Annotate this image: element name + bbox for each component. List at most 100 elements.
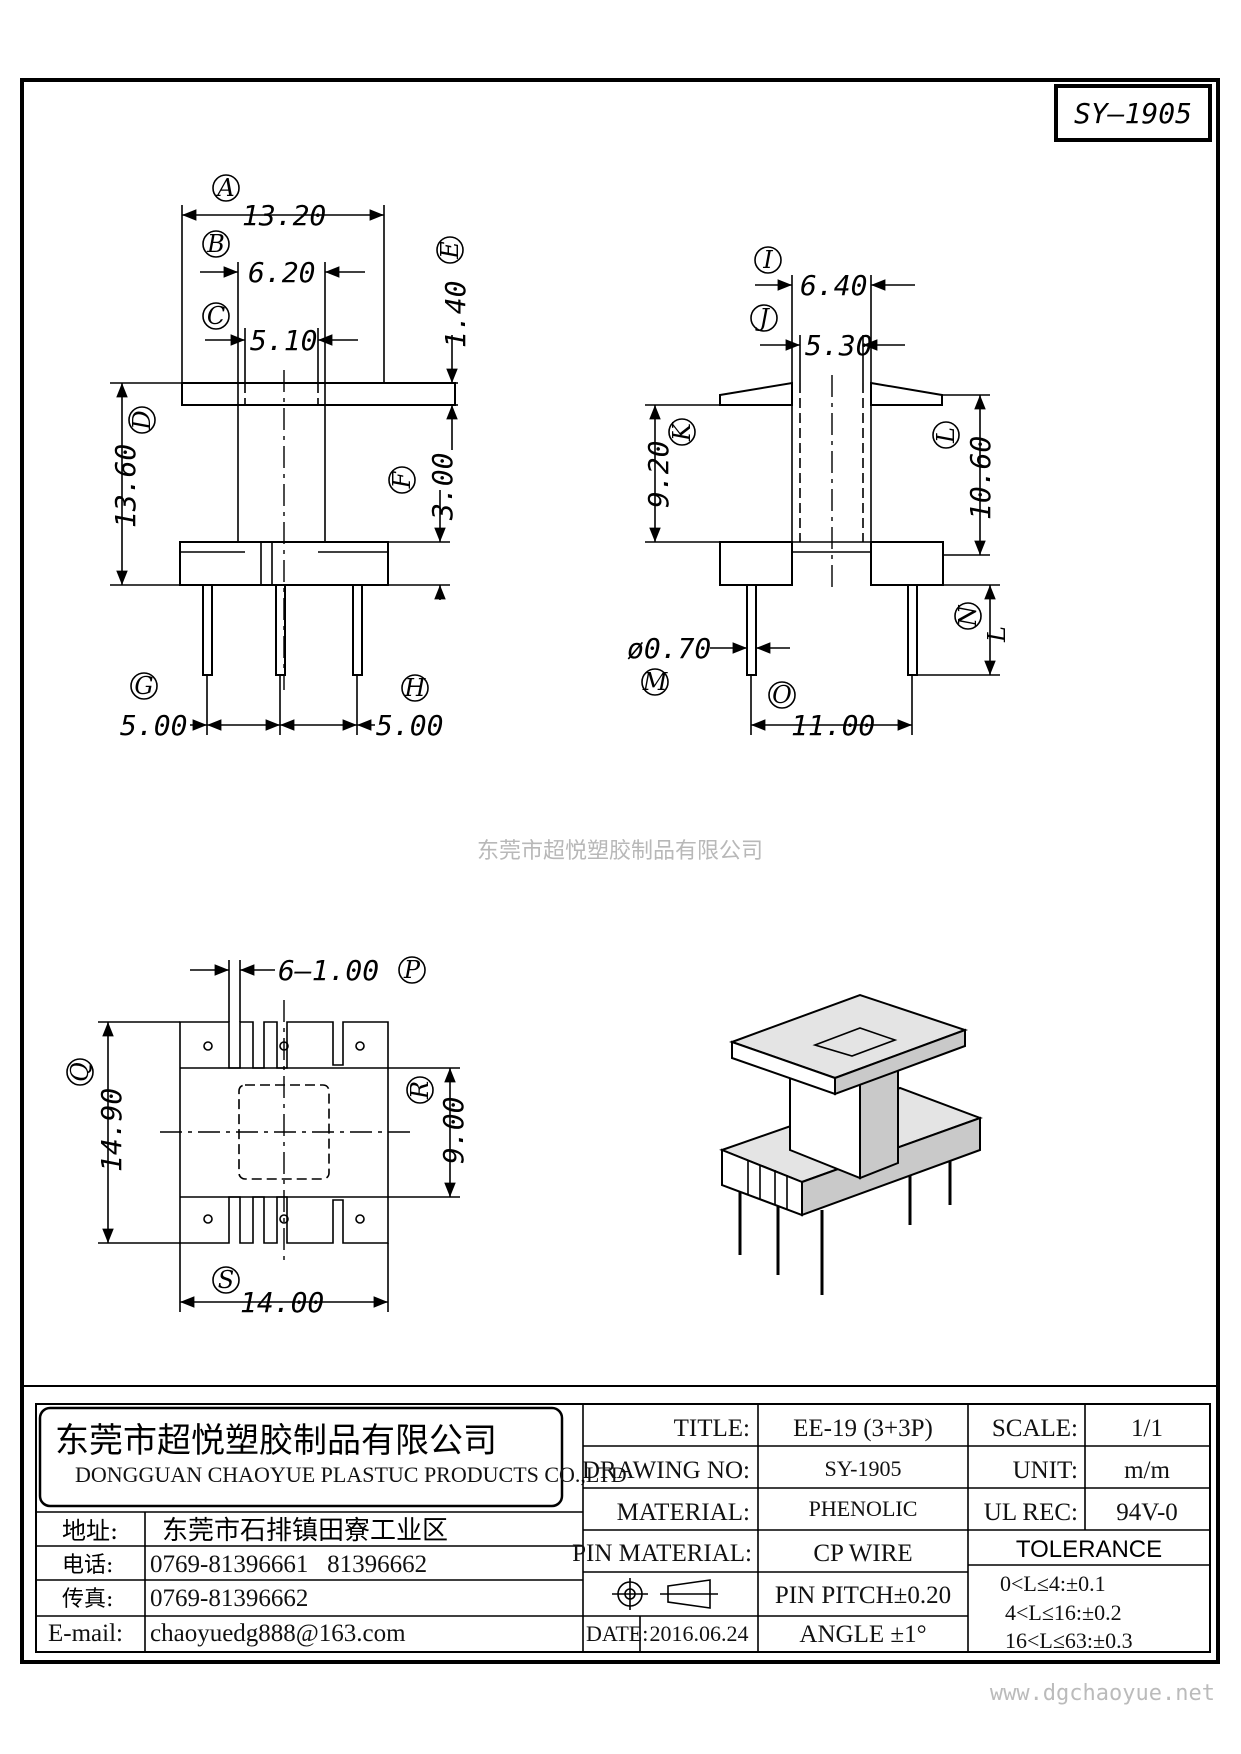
label-j: J <box>750 304 778 332</box>
projection-symbol-icon <box>612 1578 718 1610</box>
label-l: L <box>932 421 960 449</box>
dim-m-value: ø0.70 <box>627 632 711 665</box>
dim-i-value: 6.40 <box>800 269 867 302</box>
tolerance-1: 0<L≤4:±0.1 <box>1000 1571 1106 1596</box>
title-value: EE-19 (3+3P) <box>793 1415 933 1442</box>
front-view: 13.20 6.20 5.10 13.60 1.40 3.00 <box>109 174 472 742</box>
date-value: 2016.06.24 <box>650 1621 749 1646</box>
svg-text:A: A <box>215 174 234 202</box>
side-flange-left <box>719 381 793 406</box>
dim-f-value: 3.00 <box>426 453 459 521</box>
svg-text:M: M <box>642 668 669 696</box>
svg-text:K: K <box>668 421 696 442</box>
date-label: DATE: <box>586 1621 648 1646</box>
ul-label: UL REC: <box>984 1499 1078 1526</box>
dim-n-value: L <box>983 626 1011 643</box>
website-url: www.dgchaoyue.net <box>990 1681 1215 1706</box>
pin-pitch-value: PIN PITCH±0.20 <box>775 1582 951 1609</box>
dim-k-value: 9.20 <box>642 441 675 508</box>
dim-e-value: 1.40 <box>439 281 472 348</box>
dim-d-value: 13.60 <box>109 444 142 528</box>
svg-text:G: G <box>134 672 153 700</box>
svg-text:O: O <box>772 681 792 709</box>
watermark: 东莞市超悦塑胶制品有限公司 <box>477 839 763 864</box>
label-f: F <box>388 466 416 494</box>
label-m: M <box>641 668 669 696</box>
material-label: MATERIAL: <box>617 1499 750 1526</box>
tolerance-3: 16<L≤63:±0.3 <box>1005 1628 1133 1653</box>
dim-l-value: 10.60 <box>964 436 997 520</box>
fax-value: 0769-81396662 <box>150 1585 308 1612</box>
side-base-right <box>870 541 944 586</box>
address-value: 东莞市石排镇田寮工业区 <box>162 1516 448 1546</box>
label-s: S <box>212 1266 240 1294</box>
svg-text:H: H <box>404 674 427 702</box>
dim-j-value: 5.30 <box>805 329 872 362</box>
bottom-view: 6–1.00 14.90 9.00 14.00 P Q R S <box>66 954 470 1319</box>
side-base-left <box>719 541 793 586</box>
svg-text:E: E <box>436 241 464 260</box>
label-g: G <box>130 672 158 700</box>
dim-a-value: 13.20 <box>242 199 326 232</box>
part-number: SY–1905 <box>1074 97 1192 130</box>
part-number-box: SY–1905 <box>1054 84 1212 142</box>
dim-h-value: 5.00 <box>376 709 443 742</box>
title-label: TITLE: <box>674 1415 750 1442</box>
label-b: B <box>202 230 230 258</box>
tolerance-2: 4<L≤16:±0.2 <box>1005 1600 1122 1625</box>
svg-text:C: C <box>207 302 225 330</box>
front-pin-left <box>202 584 213 676</box>
dim-r-value: 9.00 <box>437 1097 470 1164</box>
dim-q-value: 14.90 <box>95 1088 128 1172</box>
label-a: A <box>212 174 240 202</box>
side-pin-right <box>907 584 918 676</box>
svg-text:D: D <box>128 410 156 430</box>
front-pin-right <box>352 584 363 676</box>
pin-material-value: CP WIRE <box>813 1540 912 1567</box>
label-n: N <box>954 602 982 630</box>
svg-text:L: L <box>932 427 960 444</box>
unit-value: m/m <box>1124 1457 1170 1484</box>
tolerance-label: TOLERANCE <box>1016 1536 1162 1563</box>
label-q: Q <box>66 1058 94 1086</box>
svg-text:B: B <box>206 230 225 258</box>
side-flange-right <box>870 381 943 406</box>
svg-text:S: S <box>218 1266 234 1294</box>
svg-text:Q: Q <box>66 1062 94 1082</box>
svg-text:N: N <box>954 605 982 628</box>
svg-text:F: F <box>388 470 416 489</box>
svg-text:I: I <box>762 246 773 274</box>
phone-label: 电话: <box>62 1553 113 1578</box>
pin-material-label: PIN MATERIAL: <box>572 1540 752 1567</box>
label-c: C <box>202 302 230 330</box>
angle-value: ANGLE ±1° <box>799 1621 926 1648</box>
email-value: chaoyuedg888@163.com <box>150 1620 406 1647</box>
label-i: I <box>754 246 782 274</box>
dim-s-value: 14.00 <box>240 1286 324 1319</box>
dim-c-value: 5.10 <box>250 324 317 357</box>
label-p: P <box>398 956 426 984</box>
ul-value: 94V-0 <box>1116 1499 1178 1526</box>
label-r: R <box>406 1076 434 1104</box>
scale-label: SCALE: <box>992 1415 1078 1442</box>
dim-g-value: 5.00 <box>120 709 187 742</box>
label-e: E <box>436 236 464 264</box>
drawing-no-label: DRAWING NO: <box>582 1457 750 1484</box>
company-name-en: DONGGUAN CHAOYUE PLASTUC PRODUCTS CO.,LT… <box>75 1462 627 1487</box>
material-value: PHENOLIC <box>809 1496 918 1521</box>
phone-value: 0769-81396661 81396662 <box>150 1551 427 1578</box>
isometric-view <box>719 993 983 1295</box>
address-label: 地址: <box>62 1517 118 1545</box>
svg-text:R: R <box>406 1081 434 1100</box>
dim-o-value: 11.00 <box>791 709 875 742</box>
side-view: 6.40 5.30 9.20 10.60 L ø0.70 11.00 I J <box>627 246 1011 742</box>
email-label: E-mail: <box>48 1620 123 1647</box>
svg-text:P: P <box>403 956 421 984</box>
fax-label: 传真: <box>62 1587 113 1612</box>
dim-b-value: 6.20 <box>248 256 315 289</box>
title-block: 东莞市超悦塑胶制品有限公司 DONGGUAN CHAOYUE PLASTUC P… <box>21 1385 1219 1663</box>
unit-label: UNIT: <box>1013 1457 1078 1484</box>
label-k: K <box>668 418 696 446</box>
company-name-cn: 东莞市超悦塑胶制品有限公司 <box>55 1421 497 1461</box>
